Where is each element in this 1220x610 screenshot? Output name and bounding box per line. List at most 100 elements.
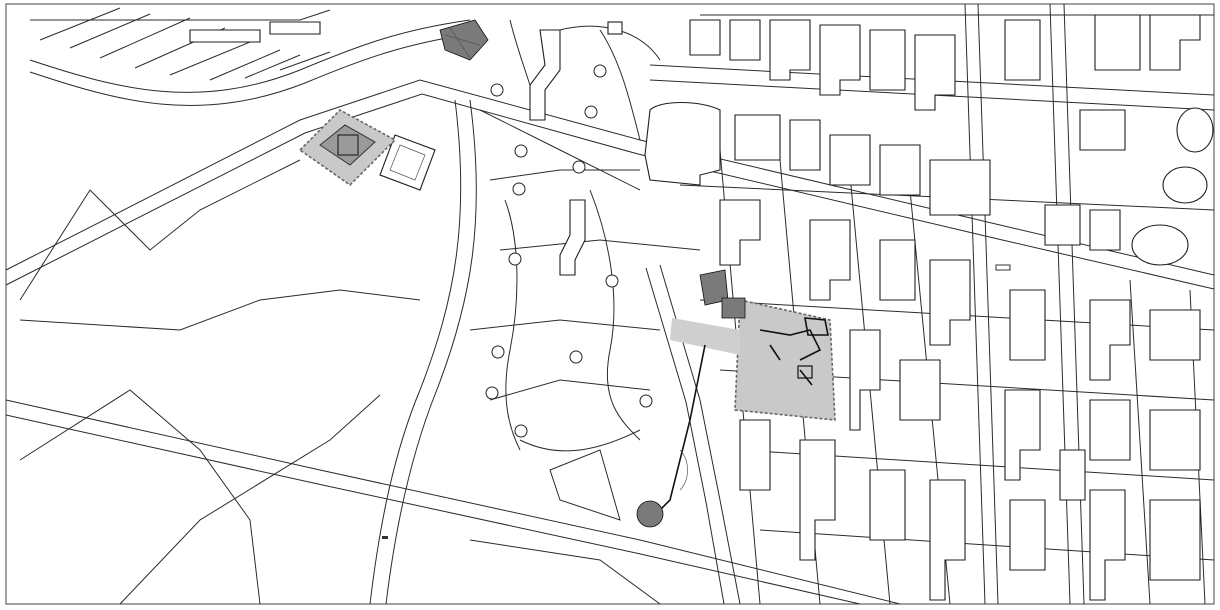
building bbox=[879, 144, 921, 196]
south-circle-site bbox=[636, 500, 664, 528]
building-inner bbox=[389, 144, 426, 181]
building-oval bbox=[1162, 166, 1208, 204]
plaza-connector-band bbox=[670, 318, 740, 355]
building bbox=[719, 199, 761, 266]
plaza-kiosk-detail bbox=[721, 297, 746, 319]
main-avenue-south-edge bbox=[5, 93, 1215, 290]
building bbox=[379, 134, 436, 191]
building bbox=[1089, 299, 1131, 381]
building-large-curved bbox=[644, 102, 721, 186]
west-parcel-road-2 bbox=[19, 289, 421, 331]
building bbox=[1089, 399, 1131, 461]
south-curve-road bbox=[469, 539, 661, 605]
tree-marker bbox=[490, 83, 504, 97]
building bbox=[809, 219, 851, 301]
nw-street-6 bbox=[209, 49, 281, 81]
building-oval bbox=[1131, 224, 1189, 266]
east-avenue-c bbox=[1049, 3, 1071, 605]
building-footprints bbox=[189, 14, 1214, 601]
building bbox=[1059, 449, 1086, 501]
park-path-6 bbox=[519, 429, 641, 452]
building bbox=[189, 29, 261, 43]
building bbox=[914, 34, 956, 111]
building bbox=[929, 259, 971, 346]
building bbox=[789, 119, 821, 171]
tree-marker bbox=[485, 386, 499, 400]
north-curve-road-a bbox=[29, 19, 471, 93]
east-grid-v5 bbox=[1129, 279, 1151, 605]
nw-street-5 bbox=[169, 39, 256, 76]
southwest-diagonal-b bbox=[5, 414, 861, 605]
building bbox=[1149, 499, 1201, 581]
walkway-bend bbox=[679, 449, 688, 491]
building bbox=[734, 114, 781, 161]
tree-marker bbox=[639, 394, 653, 408]
promenade-west bbox=[645, 267, 725, 605]
nw-street-1 bbox=[39, 7, 121, 41]
nw-street-8 bbox=[279, 51, 331, 71]
tree-marker bbox=[605, 274, 619, 288]
building bbox=[269, 21, 321, 35]
west-parcel-road-3 bbox=[19, 389, 261, 605]
building bbox=[899, 359, 941, 421]
building bbox=[1004, 389, 1041, 481]
building bbox=[1089, 209, 1121, 251]
park-path-5 bbox=[489, 379, 651, 401]
plaza-pavilion bbox=[797, 365, 813, 379]
building bbox=[1009, 289, 1046, 361]
highlighted-sites bbox=[298, 19, 836, 528]
building-oval bbox=[1176, 107, 1214, 153]
main-plaza-site bbox=[734, 299, 836, 421]
park-tree-markers bbox=[485, 64, 653, 438]
building bbox=[829, 134, 871, 186]
central-expressway-east bbox=[385, 99, 477, 605]
building bbox=[929, 159, 991, 216]
east-avenue-b bbox=[977, 3, 999, 605]
park-path-1 bbox=[479, 109, 641, 191]
tree-marker bbox=[584, 105, 598, 119]
west-parcel-road-4 bbox=[119, 394, 381, 605]
east-avenue-d bbox=[1063, 3, 1085, 605]
nw-street-7 bbox=[244, 54, 301, 79]
park-north-arm bbox=[599, 29, 641, 141]
main-avenue-north-edge bbox=[5, 79, 1215, 276]
building bbox=[1094, 14, 1141, 71]
park-loop-east bbox=[589, 189, 641, 441]
building bbox=[1149, 409, 1201, 471]
map-border bbox=[5, 3, 1215, 605]
building bbox=[529, 29, 561, 121]
southwest-diagonal-a bbox=[5, 399, 901, 605]
building bbox=[1079, 109, 1126, 151]
building bbox=[879, 239, 916, 301]
west-monument-square bbox=[337, 134, 359, 156]
park-path-4 bbox=[469, 319, 661, 331]
building bbox=[869, 469, 906, 541]
park-path-2 bbox=[489, 169, 640, 181]
building bbox=[1149, 309, 1201, 361]
tree-marker bbox=[569, 350, 583, 364]
tree-marker bbox=[514, 424, 528, 438]
tree-marker bbox=[491, 345, 505, 359]
building bbox=[559, 199, 586, 276]
plaza-structure bbox=[804, 317, 829, 336]
building bbox=[1009, 499, 1046, 571]
nw-street-2 bbox=[69, 13, 151, 49]
tree-marker bbox=[593, 64, 607, 78]
west-parcel-road-1 bbox=[19, 159, 301, 301]
north-cluster-detail bbox=[444, 27, 481, 59]
building bbox=[769, 19, 811, 81]
small-marker bbox=[382, 536, 388, 539]
building bbox=[849, 329, 881, 431]
nw-top-edge-road bbox=[30, 9, 331, 21]
tree-marker bbox=[508, 252, 522, 266]
north-curve-road-b bbox=[29, 33, 471, 106]
building bbox=[689, 19, 721, 56]
building bbox=[869, 29, 906, 91]
nw-street-3 bbox=[99, 17, 191, 59]
east-avenue-a bbox=[964, 3, 986, 605]
park-path-3 bbox=[499, 239, 701, 251]
east-grid-h8 bbox=[759, 529, 1215, 561]
south-plaza-triangle bbox=[549, 449, 621, 521]
